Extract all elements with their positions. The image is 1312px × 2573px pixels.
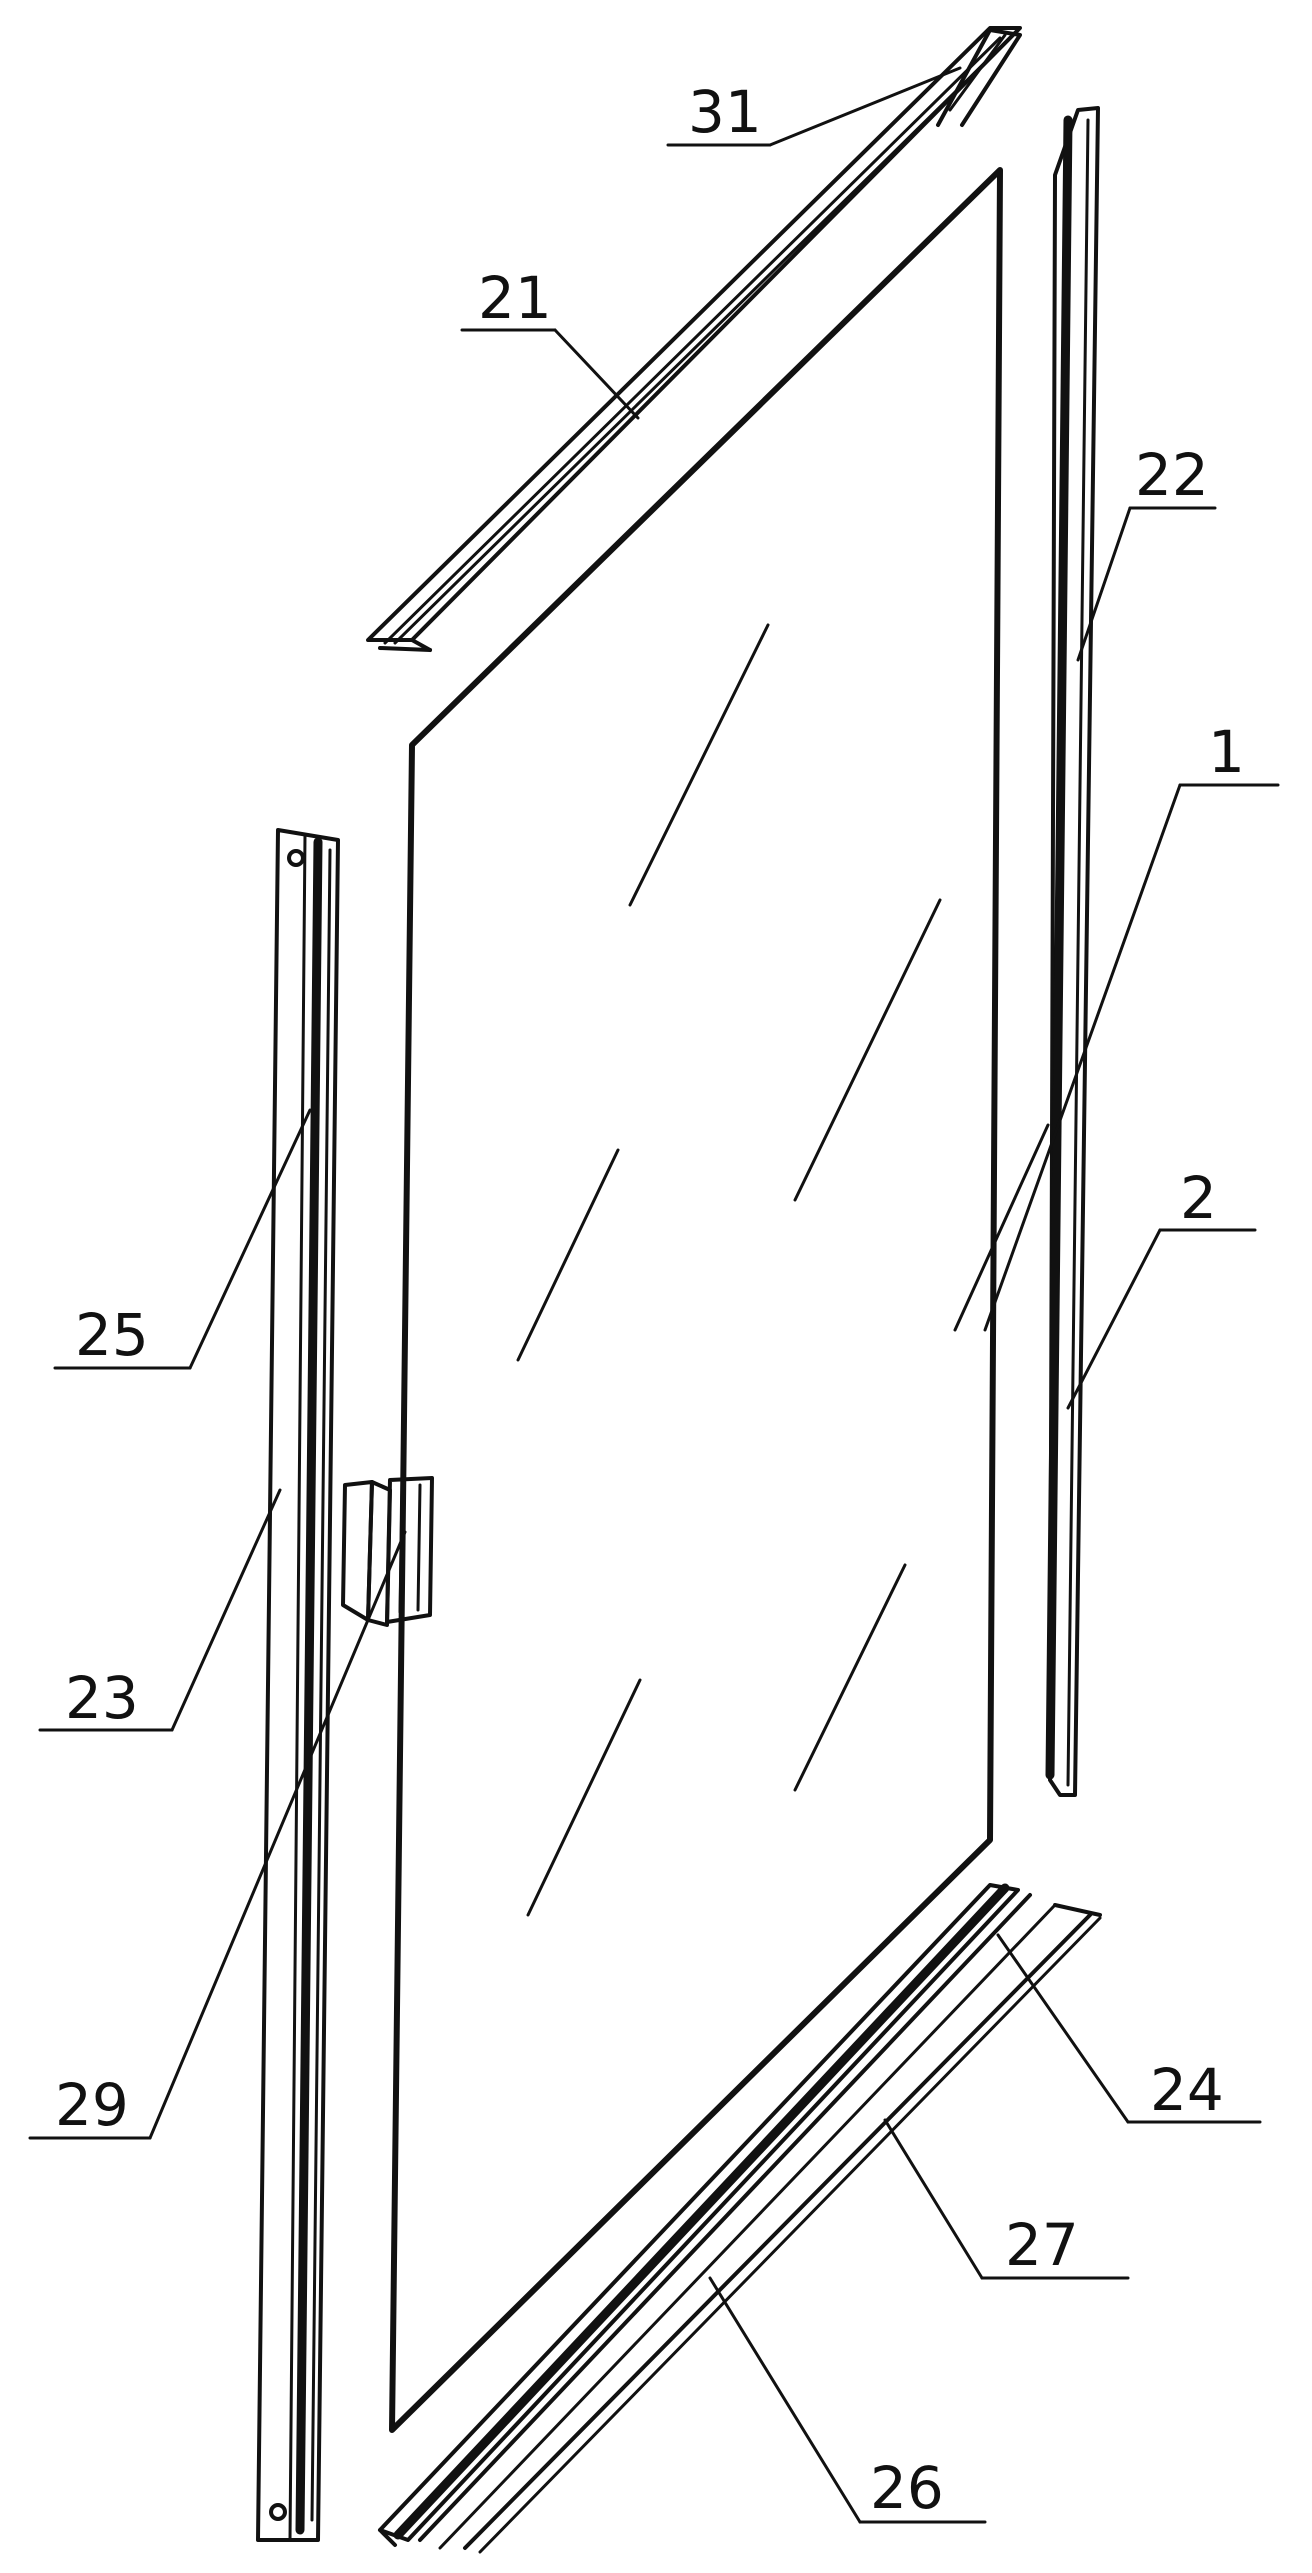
leader-lines (30, 68, 1278, 2522)
left-bar (258, 830, 338, 2540)
bottom-bar (380, 1885, 1100, 2552)
label-21: 21 (478, 264, 552, 332)
label-31: 31 (688, 78, 762, 146)
label-25: 25 (75, 1301, 149, 1369)
right-bar (1050, 108, 1098, 1795)
hinge-bracket (343, 1478, 432, 1625)
label-29: 29 (55, 2071, 129, 2139)
label-1: 1 (1208, 718, 1245, 786)
label-24: 24 (1150, 2056, 1224, 2124)
glass-panel (392, 170, 1048, 2430)
label-22: 22 (1135, 441, 1209, 509)
label-26: 26 (870, 2454, 944, 2522)
label-23: 23 (65, 1664, 139, 1732)
label-2: 2 (1180, 1164, 1217, 1232)
label-27: 27 (1005, 2211, 1079, 2279)
